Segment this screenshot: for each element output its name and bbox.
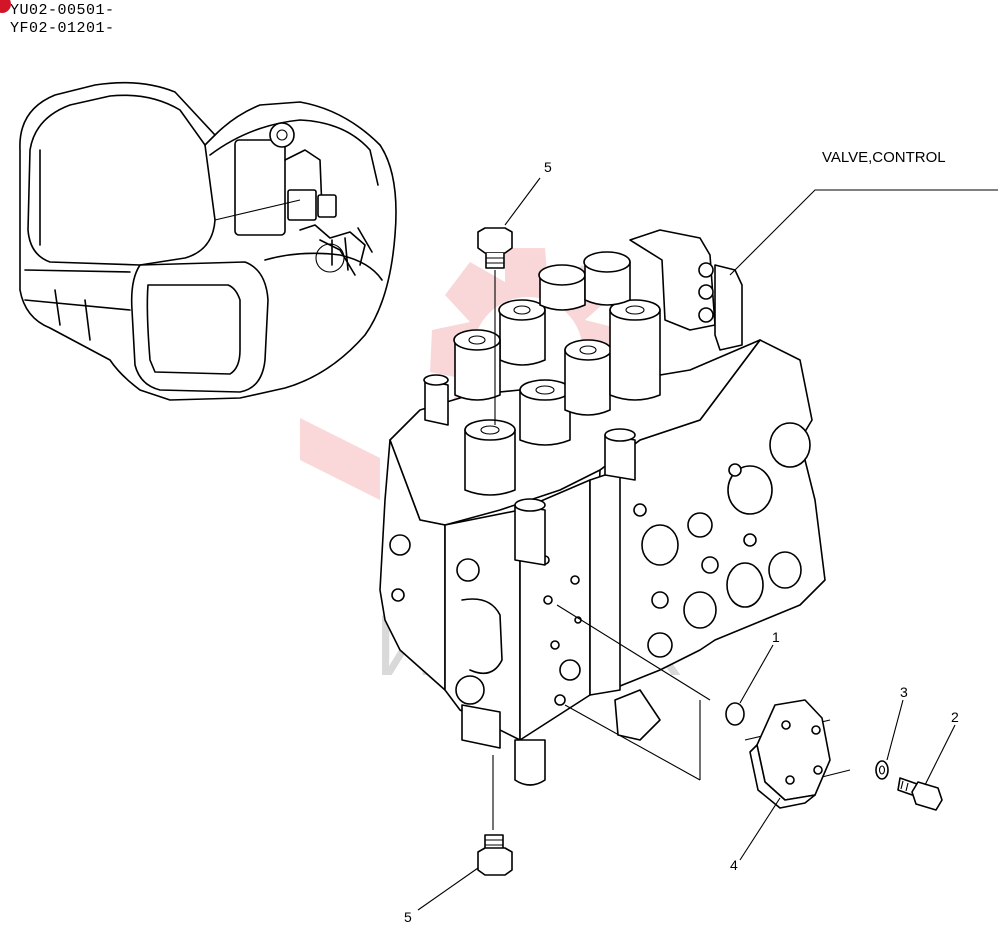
- leader-callout-1: [739, 644, 774, 704]
- spool-caps: [423, 229, 743, 786]
- part-2-bolt: [897, 777, 943, 811]
- leader-callout-4: [739, 797, 781, 861]
- excavator-cab-illustration: [19, 81, 397, 401]
- leader-callout-5b: [417, 867, 479, 911]
- serial-range-1: YU02-00501-: [10, 2, 115, 19]
- callout-2: 2: [951, 709, 959, 725]
- part-5-plug-upper: [477, 227, 513, 269]
- callout-3: 3: [900, 684, 908, 700]
- callout-4: 4: [730, 857, 738, 873]
- leader-callout-3: [886, 699, 904, 761]
- part-5-plug-lower: [477, 834, 513, 876]
- callout-5-upper: 5: [544, 159, 552, 175]
- corner-mark: [0, 0, 11, 13]
- serial-range-2: YF02-01201-: [10, 20, 115, 37]
- control-valve-illustration: [379, 229, 851, 791]
- part-3-washer: [875, 760, 889, 780]
- part-4-cover-plate: [749, 699, 831, 809]
- callout-1: 1: [772, 629, 780, 645]
- part-title-label: VALVE,CONTROL: [822, 149, 946, 166]
- leader-callout-5a: [504, 177, 541, 226]
- leader-callout-2: [924, 724, 956, 786]
- part-1-o-ring: [725, 702, 745, 726]
- leader-title: [729, 189, 998, 276]
- callout-5-lower: 5: [404, 909, 412, 925]
